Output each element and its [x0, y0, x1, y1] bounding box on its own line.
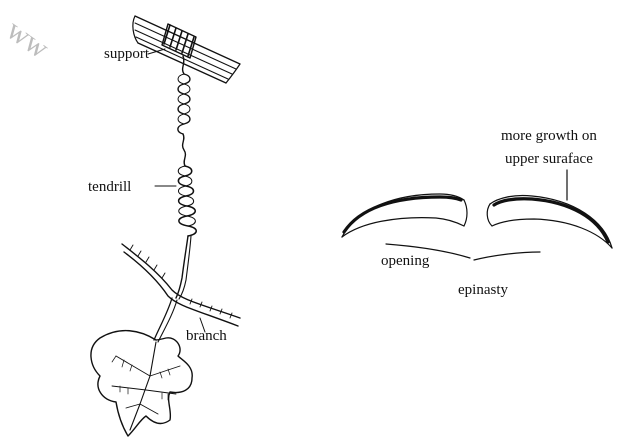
label-branch: branch — [186, 328, 227, 344]
tendril-illustration — [91, 16, 240, 436]
support-leader — [148, 49, 165, 54]
watermark-text: ww — [1, 13, 56, 65]
tendril-helix-lower — [178, 166, 196, 236]
epinasty-illustration — [342, 170, 612, 260]
tendril-helix-upper — [178, 56, 190, 166]
label-note-line1: more growth on — [501, 128, 597, 144]
label-note-line2: upper suraface — [505, 151, 593, 167]
label-epinasty: epinasty — [458, 282, 508, 298]
ivy-leaf — [91, 331, 192, 436]
label-support: support — [104, 46, 150, 62]
label-opening: opening — [381, 253, 430, 269]
label-tendril: tendrill — [88, 179, 131, 195]
tendril-stalk — [176, 236, 188, 298]
